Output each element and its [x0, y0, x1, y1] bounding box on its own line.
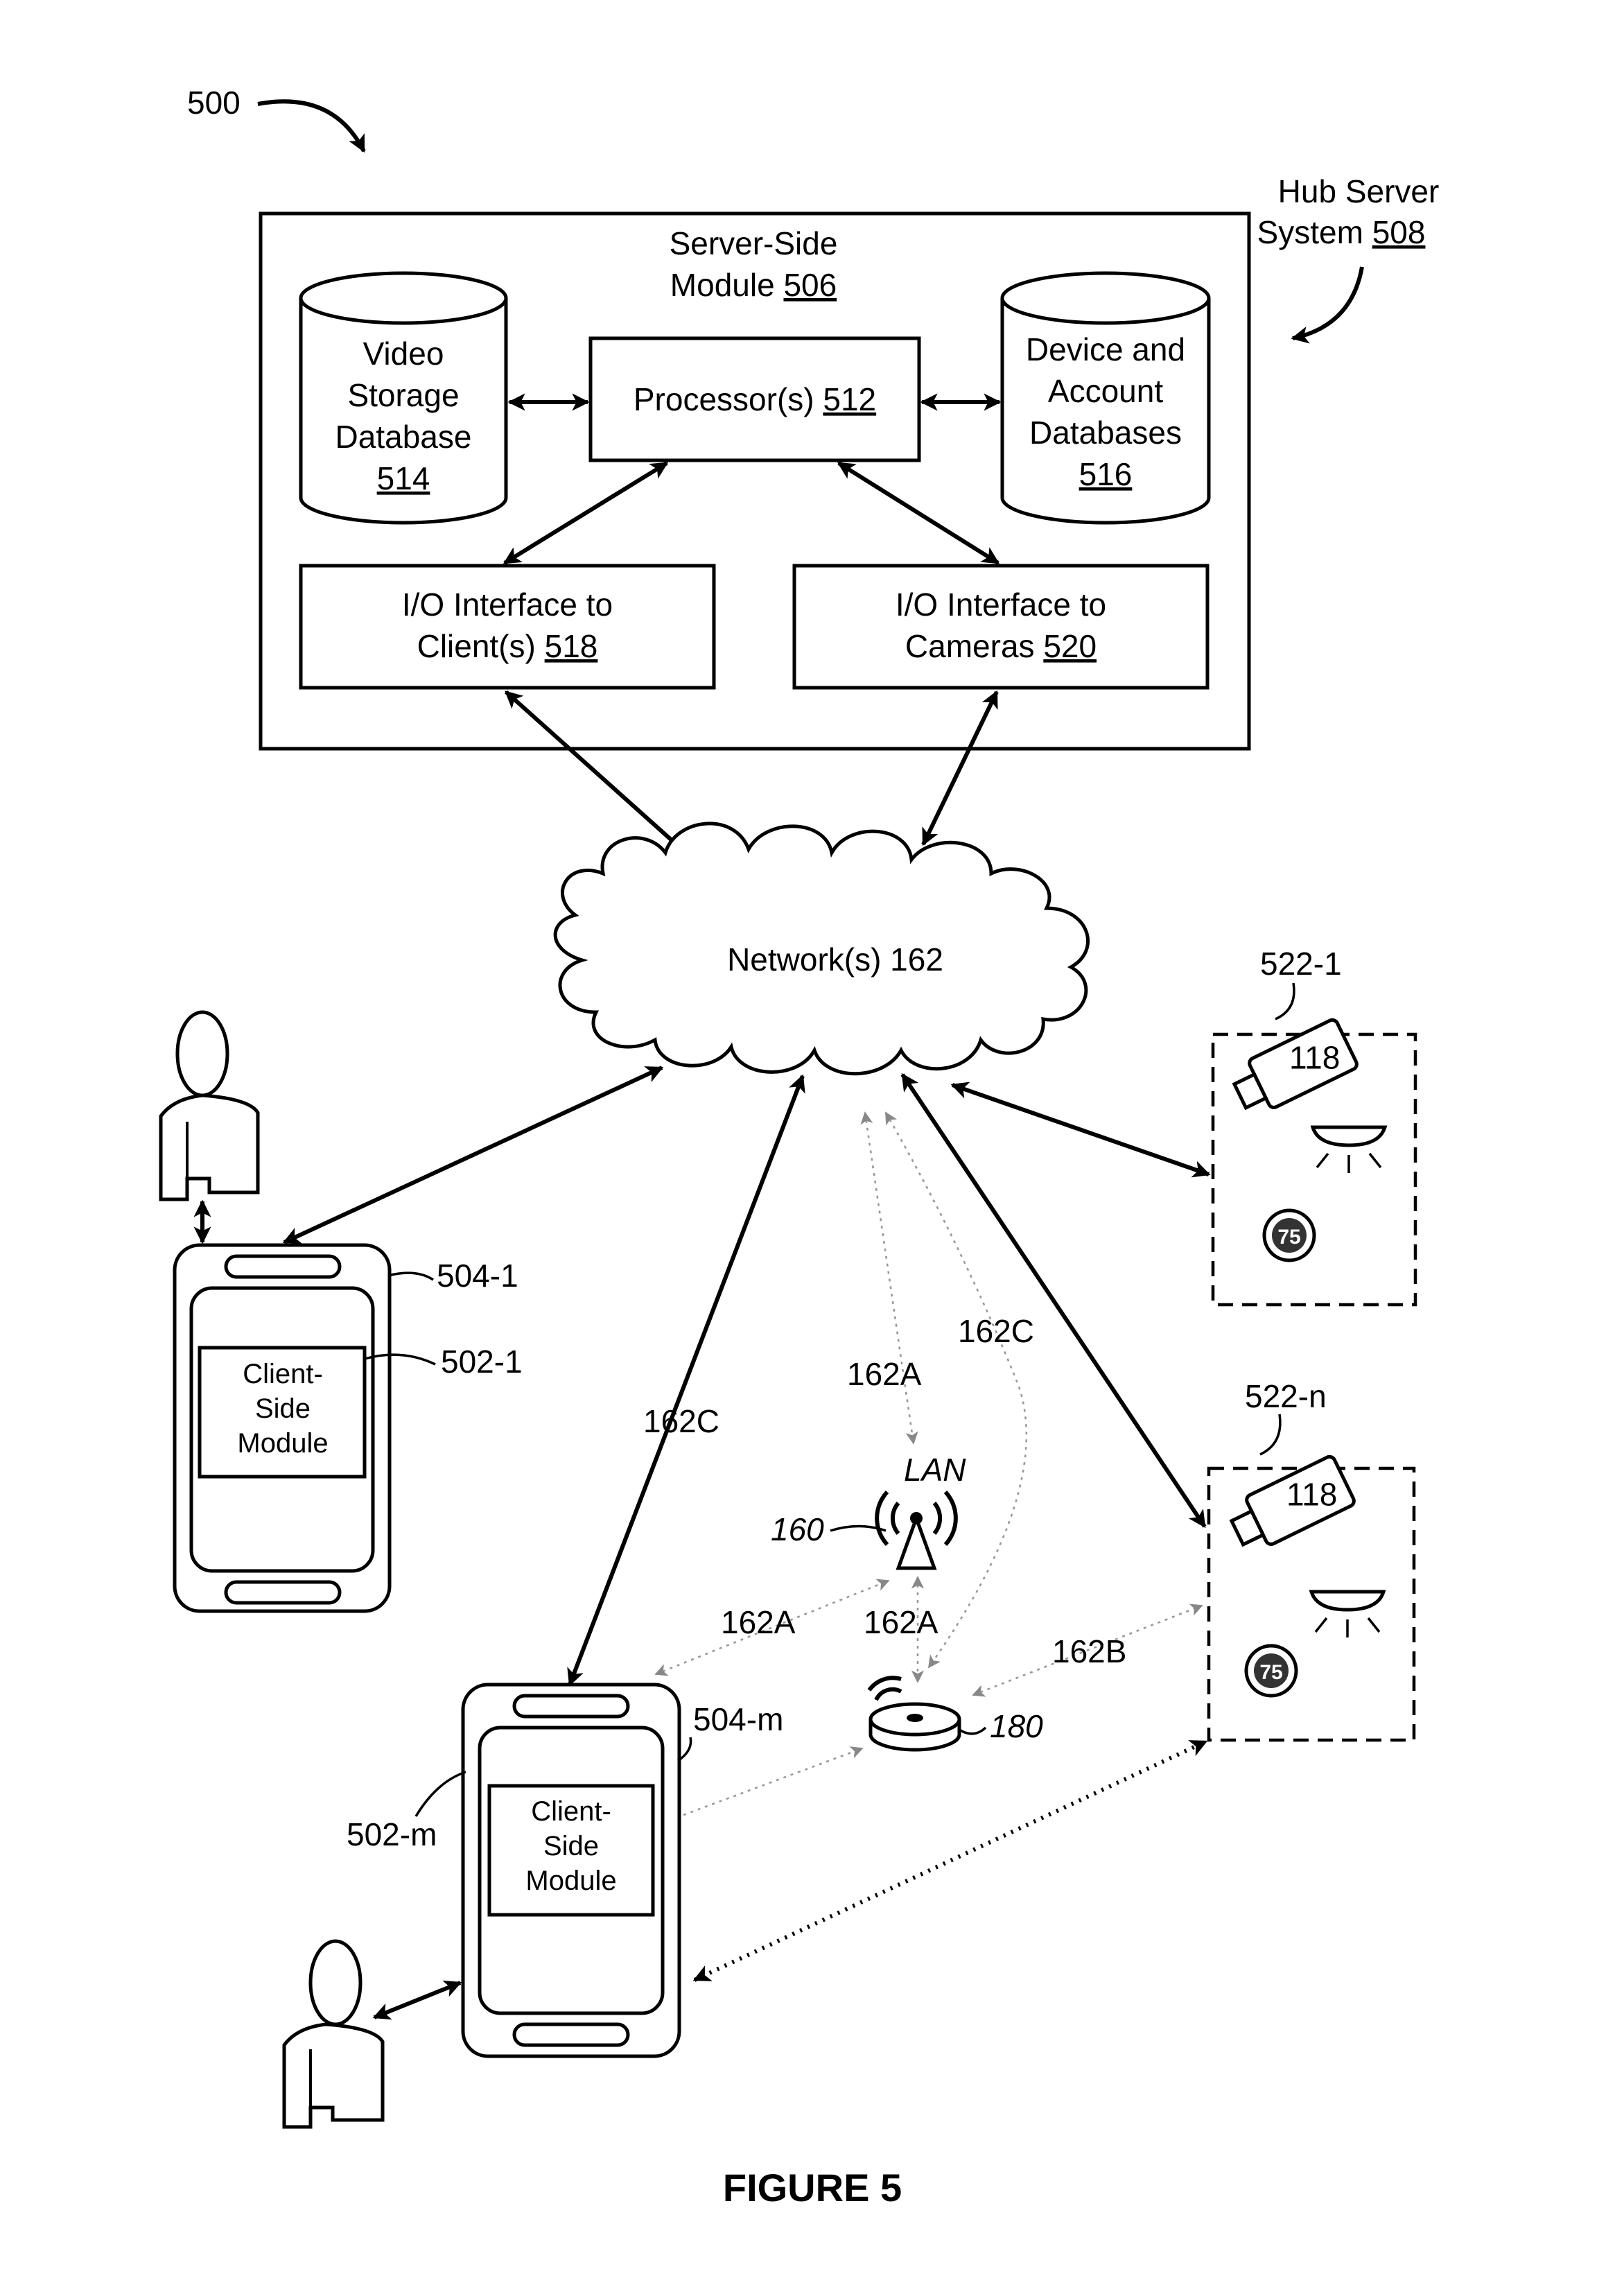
svg-text:Network(s) 162: Network(s) 162: [727, 941, 943, 977]
link-162c-left: [570, 1076, 803, 1685]
svg-text:Video: Video: [363, 336, 444, 372]
svg-text:118: 118: [1289, 1039, 1340, 1075]
svg-text:Client(s) 518: Client(s) 518: [417, 628, 598, 664]
svg-text:Processor(s) 512: Processor(s) 512: [634, 381, 876, 417]
video-storage-database: Video Storage Database 514: [301, 273, 506, 523]
svg-text:Cameras 520: Cameras 520: [905, 628, 1097, 664]
svg-text:Storage: Storage: [347, 377, 459, 413]
svg-text:Server-Side: Server-Side: [670, 225, 838, 261]
camera-1-icon: 118: [1228, 1018, 1359, 1120]
svg-text:514: 514: [377, 460, 430, 496]
link-162a-top: [865, 1113, 914, 1443]
svg-text:Database: Database: [335, 419, 472, 455]
hub-arrow: [1293, 267, 1362, 338]
label-162a-left: 162A: [721, 1604, 796, 1640]
thermostat-n-icon: 75: [1246, 1646, 1296, 1696]
svg-text:Side: Side: [255, 1393, 311, 1424]
thermostat-1-icon: 75: [1264, 1210, 1314, 1260]
user-m-icon: [284, 1941, 383, 2127]
lan-ref: 160: [771, 1511, 824, 1547]
svg-text:118: 118: [1286, 1476, 1337, 1512]
processor-box: Processor(s) 512: [591, 338, 919, 460]
label-162c-left: 162C: [643, 1403, 719, 1439]
svg-text:Account: Account: [1048, 373, 1163, 409]
label-162a-top: 162A: [847, 1356, 922, 1392]
svg-text:I/O Interface to: I/O Interface to: [402, 586, 613, 623]
label-162c-right: 162C: [958, 1313, 1034, 1349]
figure-ref-arrow: [258, 101, 364, 151]
svg-text:Side: Side: [543, 1831, 599, 1861]
link-devicem-hub: [683, 1748, 862, 1815]
user-1-icon: [161, 1012, 258, 1199]
arrow-device1-network: [284, 1068, 662, 1242]
leader-522-1: [1275, 983, 1294, 1019]
svg-text:System 508: System 508: [1257, 214, 1426, 250]
account-database: Device and Account Databases 516: [1002, 273, 1209, 523]
arrow-userm-device: [374, 1983, 460, 2017]
link-devicem-camera-n: [695, 1741, 1206, 1980]
label-162b: 162B: [1052, 1633, 1126, 1669]
figure-ref: 500: [187, 85, 241, 121]
client-module-1-ref: 502-1: [441, 1344, 523, 1380]
hub-device-ref: 180: [990, 1708, 1043, 1744]
leader-504-1: [388, 1273, 433, 1280]
svg-text:Hub Server: Hub Server: [1278, 173, 1440, 209]
svg-text:Module 506: Module 506: [670, 267, 837, 303]
leader-180: [959, 1728, 986, 1734]
svg-text:Module: Module: [237, 1428, 328, 1459]
leader-502-m: [416, 1772, 466, 1816]
network-cloud: Network(s) 162: [555, 824, 1088, 1074]
label-162a-mid: 162A: [864, 1604, 938, 1640]
hub-label: Hub Server System 508: [1257, 173, 1440, 250]
camera-group-1-ref: 522-1: [1260, 946, 1342, 982]
client-device-m-ref: 504-m: [693, 1701, 783, 1737]
figure-caption: FIGURE 5: [723, 2166, 902, 2209]
arrow-network-camera1: [952, 1085, 1209, 1174]
client-module-m-ref: 502-m: [347, 1816, 437, 1852]
client-device-1: Client- Side Module: [175, 1245, 390, 1611]
io-interface-clients: I/O Interface to Client(s) 518: [301, 566, 714, 688]
svg-text:75: 75: [1259, 1661, 1282, 1684]
svg-text:Client-: Client-: [243, 1359, 323, 1389]
leader-522-n: [1260, 1414, 1280, 1454]
client-device-1-ref: 504-1: [437, 1258, 518, 1294]
svg-text:Device and: Device and: [1026, 331, 1185, 367]
svg-text:75: 75: [1277, 1226, 1300, 1249]
io-interface-cameras: I/O Interface to Cameras 520: [794, 566, 1207, 688]
hub-device-icon: [869, 1678, 959, 1750]
lan-router-icon: [877, 1492, 956, 1568]
camera-group-n-ref: 522-n: [1245, 1378, 1327, 1414]
svg-text:Client-: Client-: [531, 1796, 611, 1827]
smoke-detector-n-icon: [1311, 1592, 1383, 1637]
svg-text:516: 516: [1079, 456, 1133, 492]
smoke-detector-1-icon: [1313, 1127, 1385, 1173]
svg-text:Databases: Databases: [1029, 415, 1182, 451]
client-device-m: Client- Side Module: [463, 1685, 679, 2056]
lan-label: LAN: [904, 1452, 966, 1488]
svg-text:Module: Module: [525, 1866, 616, 1896]
svg-text:I/O Interface to: I/O Interface to: [896, 586, 1106, 623]
